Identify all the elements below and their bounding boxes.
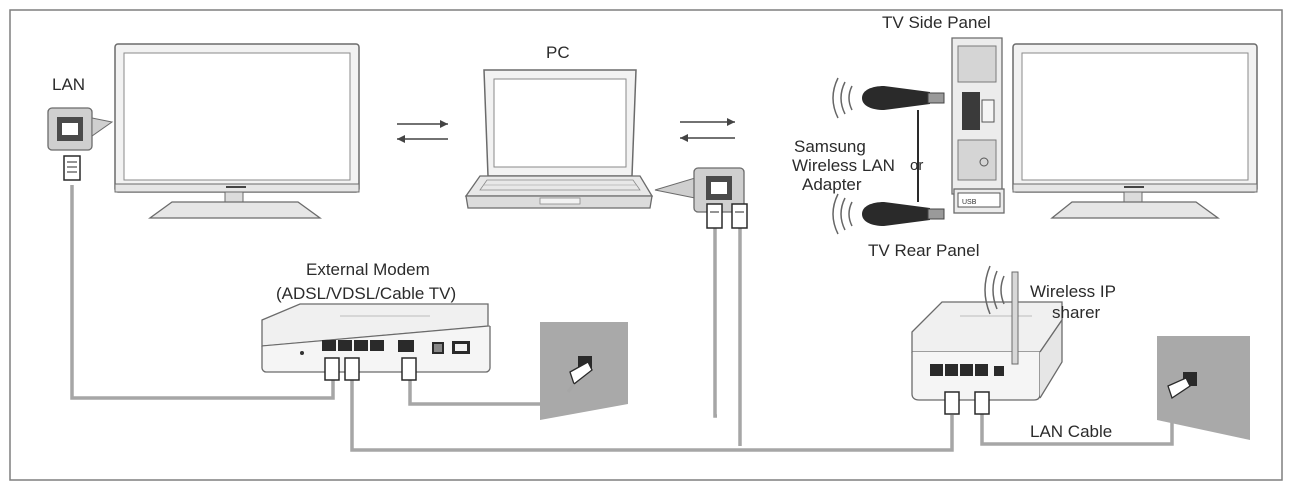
left-tv-icon	[114, 43, 360, 219]
cable-modem-to-router	[350, 380, 954, 452]
cable-pc-a	[713, 228, 717, 418]
lan-label: LAN	[52, 75, 85, 94]
router-label-line1: Wireless IP	[1030, 282, 1116, 301]
tv-side-panel-label: TV Side Panel	[882, 13, 991, 32]
cable-tv-to-modem	[70, 185, 335, 400]
lan-port-icon	[47, 107, 114, 151]
router-wifi-waves-icon	[984, 265, 1005, 315]
right-tv-icon	[1012, 43, 1258, 219]
modem-label-line1: External Modem	[306, 260, 430, 279]
adapter-label-line1: Samsung	[794, 137, 866, 156]
router-icon	[911, 271, 1063, 415]
pc-label: PC	[546, 43, 570, 62]
adapter-label-line2: Wireless LAN	[792, 156, 895, 175]
usb-adapter-icon	[862, 86, 945, 226]
wall-jack-icon-left	[540, 322, 628, 420]
tv-rear-panel-label: TV Rear Panel	[868, 241, 980, 260]
tv-rear-panel-icon: USB	[953, 188, 1005, 214]
tv-side-panel-icon	[951, 37, 1003, 195]
modem-icon	[261, 303, 491, 381]
wifi-waves-icon	[832, 77, 853, 235]
pc-lan-port-icon	[654, 167, 748, 229]
diagram-frame	[9, 9, 1283, 481]
adapter-label-line3: Adapter	[802, 175, 862, 194]
svg-text:USB: USB	[962, 199, 977, 206]
arrow-icon-right	[680, 118, 735, 142]
laptop-icon	[464, 69, 654, 209]
lan-plug-icon	[63, 155, 81, 181]
cables	[70, 185, 1174, 452]
modem-label-line2: (ADSL/VDSL/Cable TV)	[276, 284, 456, 303]
wall-jack-icon-right	[1157, 336, 1250, 440]
arrow-icon	[397, 120, 448, 143]
router-label-line2: sharer	[1052, 303, 1101, 322]
lan-cable-label: LAN Cable	[1030, 422, 1112, 441]
or-label: or	[910, 157, 923, 174]
